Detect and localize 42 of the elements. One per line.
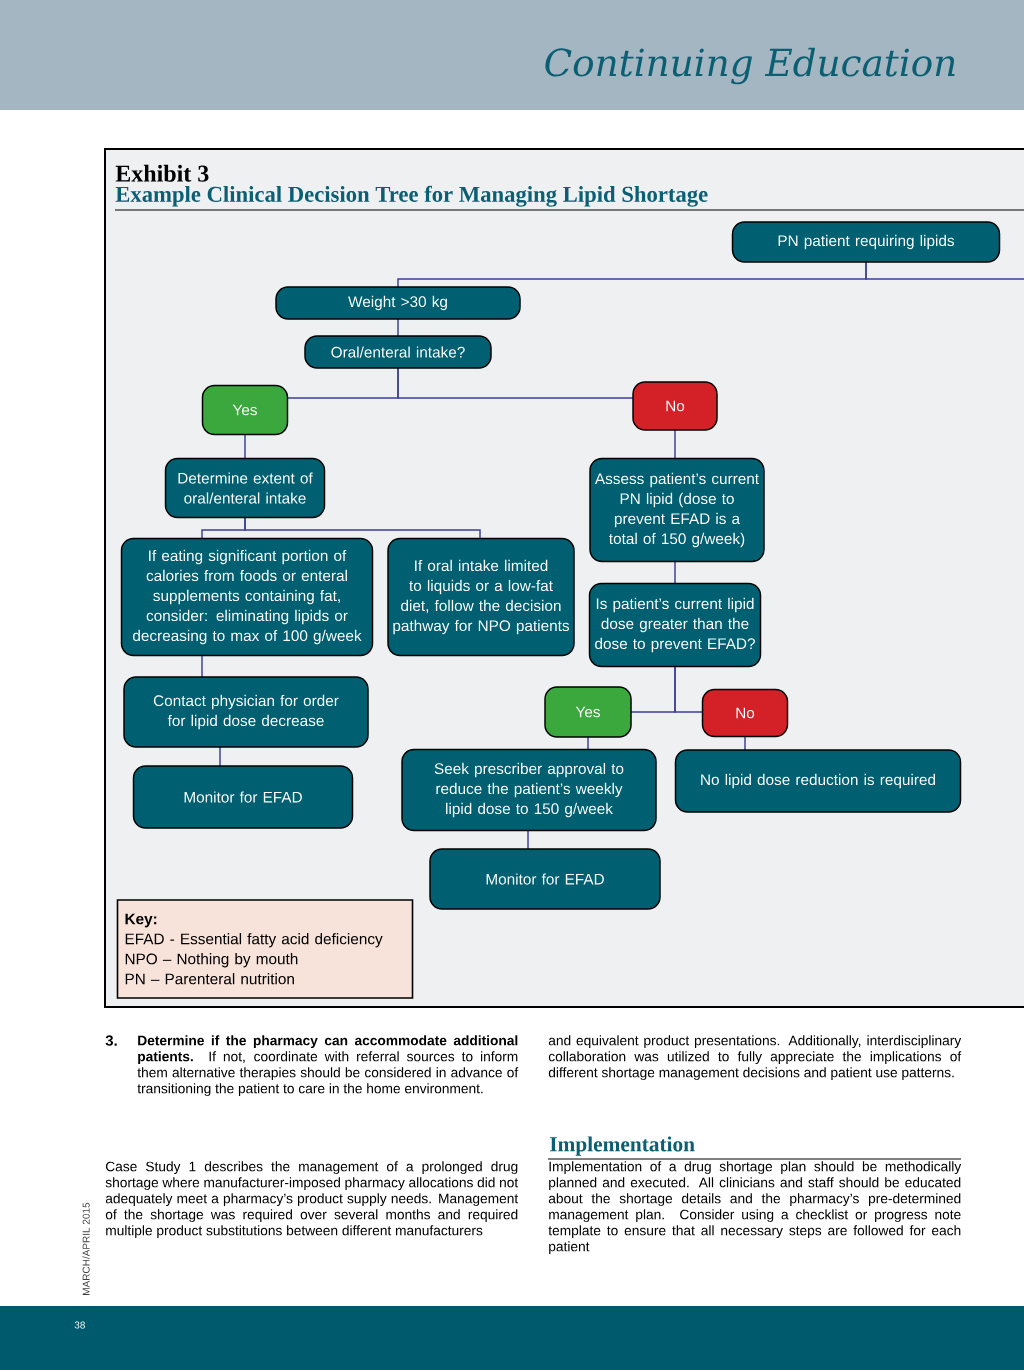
connector-line — [587, 736, 589, 751]
page-number: 38 — [74, 1321, 85, 1329]
connector-line — [865, 261, 1024, 280]
connector-line — [219, 746, 221, 767]
connector-line — [744, 735, 746, 751]
process-box: Oral/enteral intake? — [304, 335, 492, 369]
body-text: Implementation of a drug shortage plan should be methodically planned and executed. All clinicians and staff should be educated about the shortage details and the pharmacy’s pre-determined management plan. Consider using a checklist or progress note template to ensure that all necessary steps are followed for each patient — [548, 1161, 962, 1255]
process-box: PN patient requiring lipids — [731, 221, 1001, 263]
process-box: Assess patient’s current PN lipid (dose to prevent EFAD is a total of 150 g/week) — [589, 457, 765, 563]
process-box: If eating significant portion of calories from foods or enteral supplements containing fat, consider: eliminating lipids or decreasing to max of 100 g/week — [120, 537, 374, 657]
connector-line — [244, 433, 246, 460]
exhibit-title: Example Clinical Decision Tree for Managing Lipid Shortage — [115, 185, 708, 207]
issue-date: MARCH/APRIL 2015 — [82, 1202, 90, 1295]
key-box: Key: EFAD - Essential fatty acid deficiency NPO – Nothing by mouth PN – Parenteral nutrition — [116, 899, 414, 999]
connector-line — [674, 429, 676, 460]
body-text: Case Study 1 describes the management of a prolonged drug shortage where manufacturer-imposed pharmacy allocations did not adequately meet a pharmacy’s product supply needs. Management of the shortage was required over several months and required multiple product substitutions between different manufacturers — [105, 1161, 519, 1239]
body-text: and equivalent product presentations. Additionally, interdisciplinary collaboration was utilized to fully appreciate the implications of different shortage management decisions and patient use patterns. — [548, 1035, 962, 1081]
yes-box: Yes — [201, 384, 289, 436]
process-box: Monitor for EFAD — [429, 848, 661, 910]
process-box: No lipid dose reduction is required — [674, 749, 962, 813]
connector-line — [201, 654, 203, 678]
process-box: Seek prescriber approval to reduce the patient’s weekly lipid dose to 150 g/week — [401, 748, 657, 832]
connector-line — [527, 829, 529, 850]
no-box: No — [632, 381, 718, 431]
connector-line — [674, 560, 676, 585]
connector-line — [397, 318, 399, 337]
process-box: Determine extent of oral/enteral intake — [164, 457, 326, 519]
connector-line — [674, 665, 704, 713]
connector-line — [397, 367, 634, 399]
header-title: Continuing Education — [545, 47, 955, 85]
section-heading: Implementation — [550, 1136, 695, 1156]
list-number: 3. — [105, 1035, 117, 1046]
process-box: Monitor for EFAD — [132, 765, 354, 829]
process-box: Is patient’s current lipid dose greater than the dose to prevent EFAD? — [588, 582, 762, 668]
exhibit-number: Exhibit 3 — [115, 164, 209, 182]
process-box: Weight >30 kg — [275, 286, 521, 320]
process-box: Contact physician for order for lipid dose decrease — [123, 676, 369, 748]
connector-line — [244, 516, 481, 540]
body-text: Determine if the pharmacy can accommodate additional patients. If not, coordinate with referral sources to inform them alternative therapies should be considered in advance of transitioning the patient to care in the home environment. — [137, 1035, 519, 1097]
process-box: If oral intake limited to liquids or a low-fat diet, follow the decision pathway for NPO patients — [387, 537, 575, 657]
no-box: No — [701, 688, 789, 738]
yes-box: Yes — [544, 686, 632, 738]
